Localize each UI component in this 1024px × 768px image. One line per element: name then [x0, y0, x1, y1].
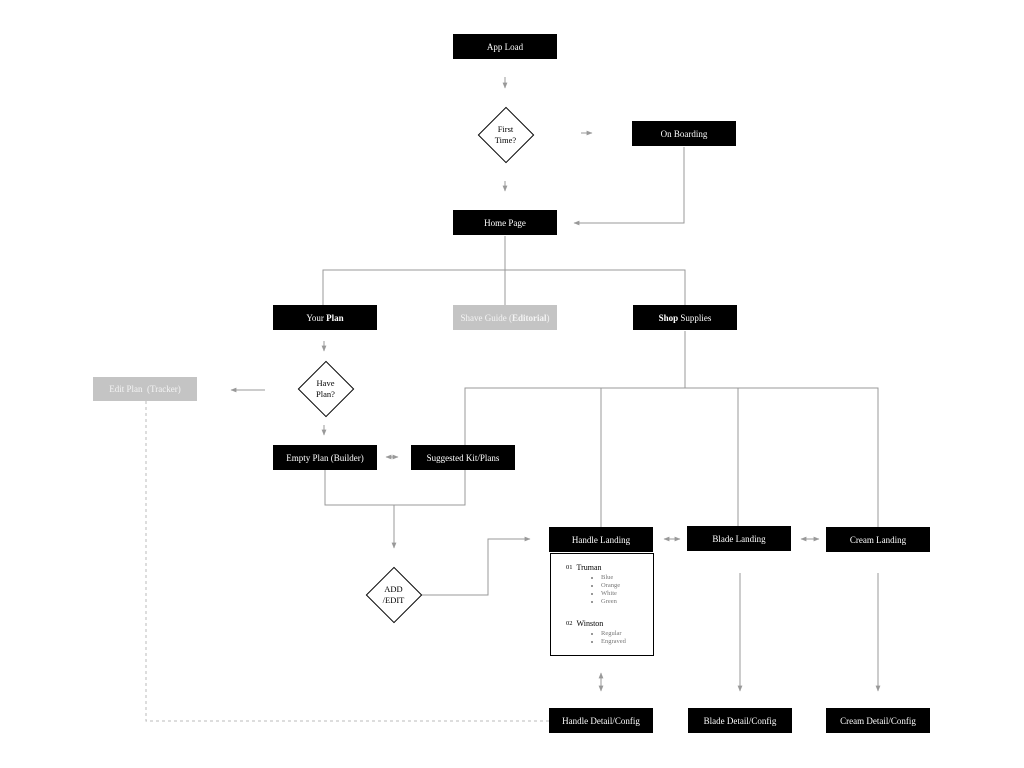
join-plans	[324, 470, 466, 506]
home-page-node[interactable]: Home Page	[453, 210, 557, 235]
arrow-addedit-handle	[420, 536, 531, 596]
shop-supplies-label: Shop Supplies	[658, 312, 712, 323]
edit-plan-node[interactable]: Edit Plan (Tracker)	[93, 377, 197, 401]
home-page-label: Home Page	[484, 217, 526, 228]
edit-plan-label: Edit Plan (Tracker)	[109, 384, 181, 394]
handle-option[interactable]: Green	[601, 598, 643, 606]
blade-landing-node[interactable]: Blade Landing	[687, 526, 791, 551]
suggested-kit-node[interactable]: Suggested Kit/Plans	[411, 445, 515, 470]
cream-detail-label: Cream Detail/Config	[840, 715, 916, 726]
empty-plan-node[interactable]: Empty Plan (Builder)	[273, 445, 377, 470]
blade-landing-label: Blade Landing	[712, 533, 766, 544]
dashed-link-edit-handle	[145, 401, 549, 722]
your-plan-label: Your Plan	[306, 312, 344, 323]
handle-group-name: Winston	[576, 619, 604, 628]
branch-bar	[322, 269, 686, 305]
handle-group-number: 01	[566, 564, 573, 571]
add-edit-label: ADD/EDIT	[382, 583, 405, 605]
app-load-node[interactable]: App Load	[453, 34, 557, 59]
shave-guide-label: Shave Guide (Editorial)	[460, 312, 550, 323]
handle-option[interactable]: Engraved	[601, 638, 643, 646]
app-load-label: App Load	[486, 41, 524, 52]
handle-landing-node[interactable]: Handle Landing	[549, 527, 653, 552]
handle-option[interactable]: White	[601, 590, 643, 598]
on-boarding-label: On Boarding	[660, 128, 708, 139]
handle-group-number: 02	[566, 620, 573, 627]
handle-option[interactable]: Blue	[601, 574, 643, 582]
shop-supplies-node[interactable]: Shop Supplies	[633, 305, 737, 330]
blade-detail-node[interactable]: Blade Detail/Config	[688, 708, 792, 733]
handle-detail-node[interactable]: Handle Detail/Config	[549, 708, 653, 733]
cream-detail-node[interactable]: Cream Detail/Config	[826, 708, 930, 733]
suggested-kit-label: Suggested Kit/Plans	[426, 452, 500, 463]
handle-detail-label: Handle Detail/Config	[562, 715, 640, 726]
handle-option[interactable]: Regular	[601, 630, 643, 638]
handle-group-name: Truman	[576, 563, 602, 572]
add-edit-decision[interactable]: ADD/EDIT	[365, 566, 422, 623]
arrow-onboarding-home	[573, 147, 685, 226]
handle-landing-label: Handle Landing	[571, 534, 631, 545]
blade-detail-label: Blade Detail/Config	[703, 715, 777, 726]
handle-option[interactable]: Orange	[601, 582, 643, 590]
on-boarding-node[interactable]: On Boarding	[632, 121, 736, 146]
cream-landing-node[interactable]: Cream Landing	[826, 527, 930, 552]
branch-shop-bar	[464, 387, 879, 527]
empty-plan-label: Empty Plan (Builder)	[286, 452, 364, 463]
shave-guide-node[interactable]: Shave Guide (Editorial)	[453, 305, 557, 330]
cream-landing-label: Cream Landing	[849, 534, 907, 545]
your-plan-node[interactable]: Your Plan	[273, 305, 377, 330]
